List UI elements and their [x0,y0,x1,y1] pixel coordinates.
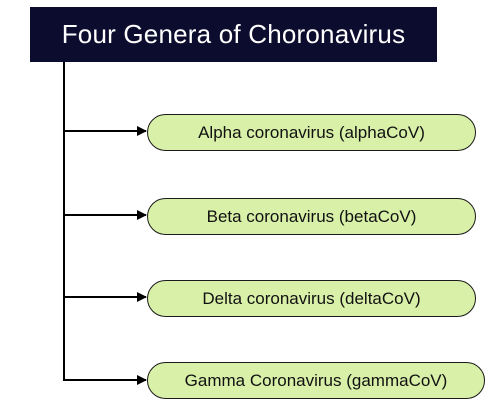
diagram-title-box: Four Genera of Choronavirus [30,7,437,62]
genus-node-beta: Beta coronavirus (betaCoV) [147,198,476,235]
genus-node-alpha: Alpha coronavirus (alphaCoV) [147,114,476,151]
diagram-title: Four Genera of Choronavirus [61,19,406,49]
genus-node-delta: Delta coronavirus (deltaCoV) [147,280,476,317]
genus-node-gamma: Gamma Coronavirus (gammaCoV) [147,362,485,399]
